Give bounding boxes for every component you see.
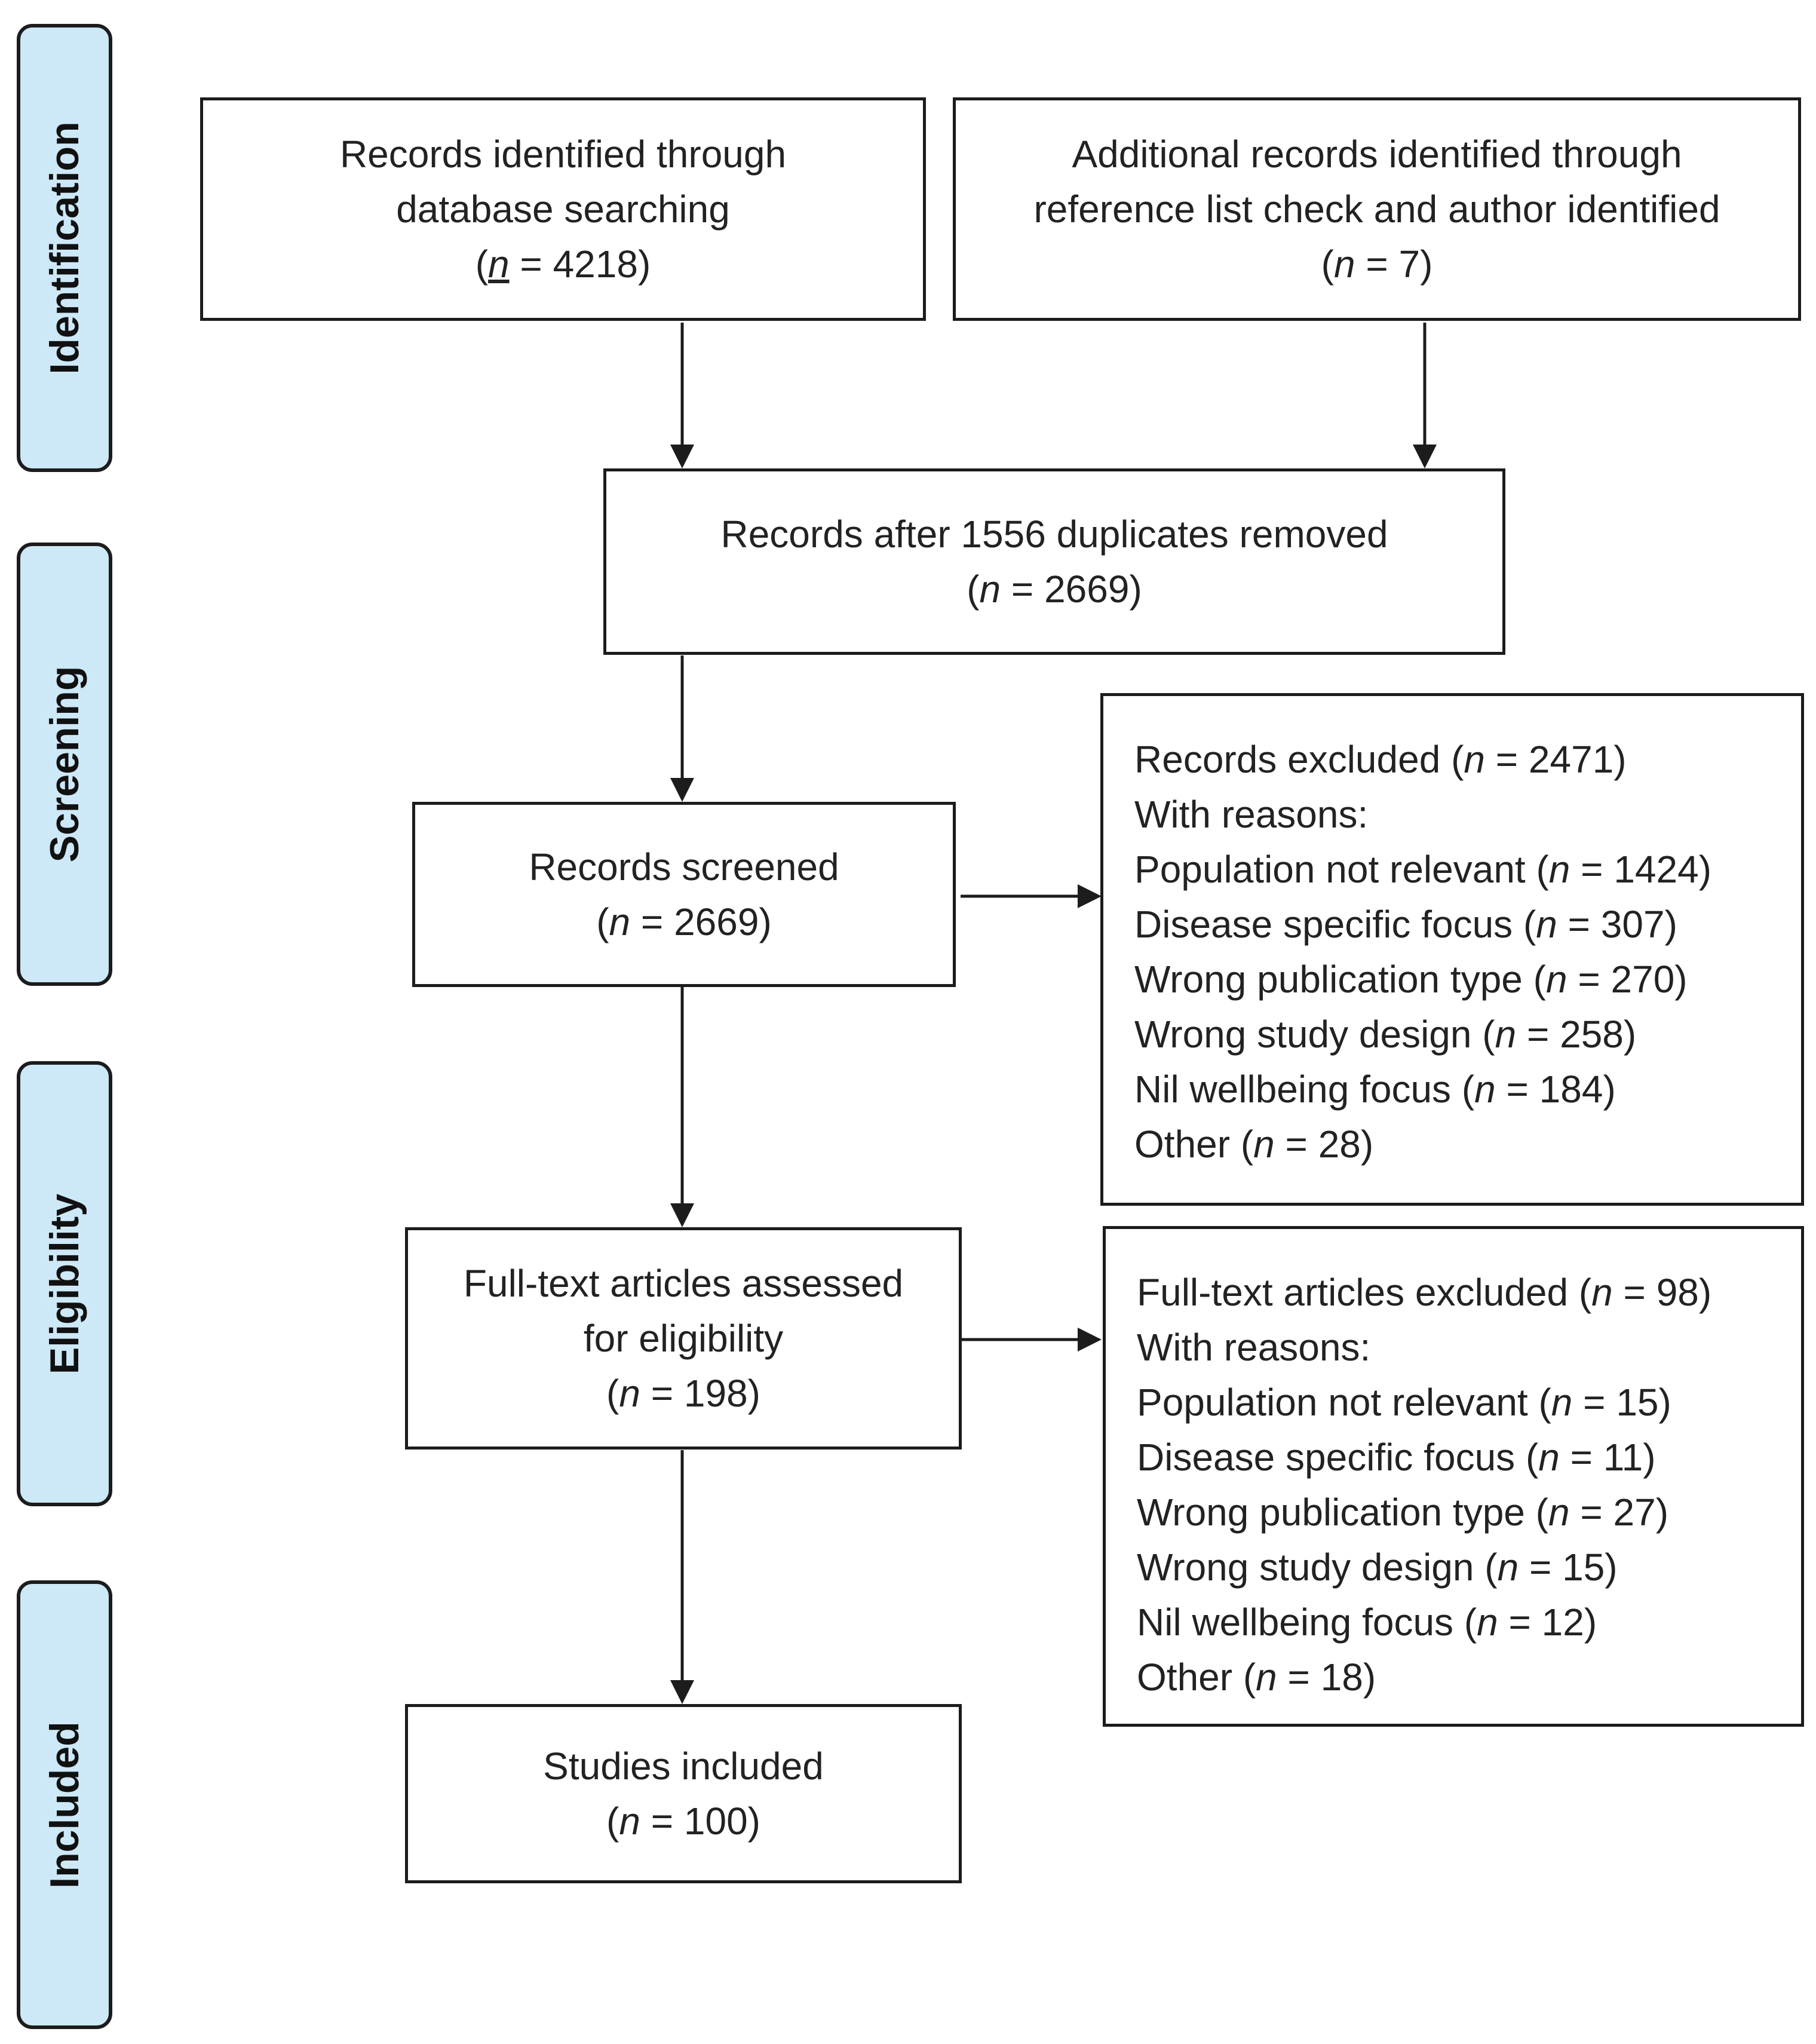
arrowhead-database-to-duplicates [670, 445, 694, 468]
excluded-item: Other (n = 28) [1134, 1123, 1374, 1166]
box-studies-included: Studies included (n = 100) [405, 1704, 962, 1883]
excluded-item: Wrong study design (n = 258) [1134, 1013, 1637, 1056]
fulltext-excluded-item: Population not relevant (n = 15) [1137, 1381, 1671, 1424]
n-symbol: n [619, 1372, 640, 1415]
excluded-item: Records excluded (n = 2471) [1134, 738, 1627, 781]
database-line1: Records identified through [339, 133, 787, 176]
box-records-screened: Records screened (n = 2669) [412, 802, 956, 987]
box-fulltext-excluded: Full-text articles excluded (n = 98) Wit… [1103, 1226, 1804, 1727]
count-value: = 7) [1355, 243, 1433, 286]
duplicates-line1: Records after 1556 duplicates removed [720, 513, 1388, 556]
excluded-item: Nil wellbeing focus (n = 184) [1134, 1068, 1616, 1111]
arrowhead-additional-to-duplicates [1413, 445, 1437, 468]
count-value: = 100) [640, 1800, 760, 1843]
box-additional-records: Additional records identified through re… [953, 97, 1801, 321]
fulltext-excluded-item: Disease specific focus (n = 11) [1137, 1436, 1656, 1479]
arrowhead-screened-to-fulltext [670, 1203, 694, 1227]
count-open: ( [967, 568, 980, 611]
count-value: = 4218) [509, 243, 651, 286]
fulltext-excluded-item: Wrong publication type (n = 27) [1137, 1491, 1668, 1534]
screened-line1: Records screened [529, 845, 839, 888]
excluded-item: Disease specific focus (n = 307) [1134, 903, 1677, 946]
additional-line1: Additional records identified through [1072, 133, 1682, 176]
fulltext-line2: for eligibility [583, 1317, 784, 1360]
phase-screening: Screening [17, 543, 112, 986]
box-records-excluded: Records excluded (n = 2471) With reasons… [1100, 693, 1804, 1206]
phase-eligibility: Eligibility [17, 1061, 112, 1506]
n-symbol: n [488, 243, 510, 286]
count-value: = 198) [640, 1372, 760, 1415]
included-line1: Studies included [543, 1745, 824, 1788]
excluded-item: Population not relevant (n = 1424) [1134, 848, 1711, 891]
count-open: ( [596, 900, 609, 943]
n-symbol: n [979, 568, 1001, 611]
n-symbol: n [1333, 243, 1355, 286]
fulltext-excluded-item: Full-text articles excluded (n = 98) [1137, 1271, 1712, 1314]
count-open: ( [606, 1372, 619, 1415]
database-count: (n = 4218) [476, 237, 651, 292]
arrowhead-fulltext-to-excluded [1078, 1328, 1102, 1352]
additional-count: (n = 7) [1321, 237, 1433, 292]
count-open: ( [606, 1800, 619, 1843]
excluded-item: Wrong publication type (n = 270) [1134, 958, 1688, 1001]
screened-count: (n = 2669) [596, 894, 772, 949]
phase-identification: Identification [17, 24, 112, 472]
fulltext-line1: Full-text articles assessed [463, 1262, 904, 1305]
duplicates-count: (n = 2669) [967, 562, 1142, 617]
box-database-searching: Records identified through database sear… [200, 97, 926, 321]
fulltext-excluded-item: Wrong study design (n = 15) [1137, 1546, 1618, 1589]
count-value: = 2669) [630, 900, 772, 943]
additional-line2: reference list check and author identifi… [1033, 188, 1720, 231]
excluded-item: With reasons: [1134, 793, 1369, 836]
n-symbol: n [619, 1800, 640, 1843]
box-duplicates-removed: Records after 1556 duplicates removed (n… [603, 468, 1505, 655]
database-line2: database searching [396, 188, 730, 231]
fulltext-excluded-item: With reasons: [1137, 1326, 1371, 1369]
fulltext-count: (n = 198) [606, 1366, 760, 1421]
fulltext-excluded-item: Other (n = 18) [1137, 1656, 1376, 1699]
fulltext-excluded-item: Nil wellbeing focus (n = 12) [1137, 1601, 1597, 1644]
arrowhead-duplicates-to-screened [670, 778, 694, 802]
phase-included: Included [17, 1580, 112, 2029]
box-fulltext-assessed: Full-text articles assessed for eligibil… [405, 1227, 962, 1450]
arrowhead-screened-to-excluded [1078, 884, 1102, 908]
count-open: ( [475, 243, 489, 286]
included-count: (n = 100) [606, 1794, 760, 1849]
arrowhead-fulltext-to-included [670, 1680, 694, 1704]
count-value: = 2669) [1001, 568, 1142, 611]
n-symbol: n [609, 900, 631, 943]
count-open: ( [1321, 243, 1334, 286]
